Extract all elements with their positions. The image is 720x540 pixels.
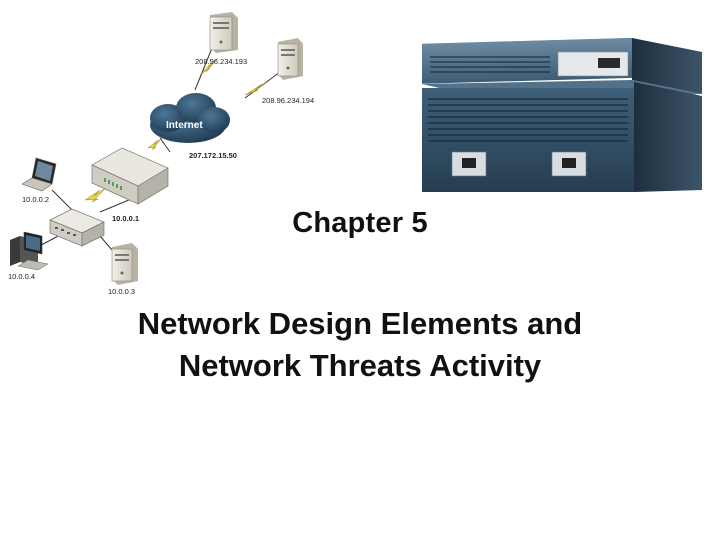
laptop-ip-label: 10.0.0.2 [22, 195, 49, 204]
server-top-ip-label: 208.96.234.193 [195, 57, 247, 66]
subtitle-line-1: Network Design Elements and [137, 306, 583, 341]
internet-cloud-label: Internet [166, 120, 203, 131]
server-right-ip-label: 208.96.234.194 [262, 96, 314, 105]
switch-icon [49, 208, 105, 247]
router-hardware-image [422, 37, 702, 192]
router-internal-ip-label: 10.0.0.1 [112, 214, 139, 223]
server-top-icon [209, 12, 238, 53]
server-lan-icon [111, 243, 138, 285]
internet-cloud-icon [150, 93, 230, 143]
router-upper-chassis [422, 37, 702, 94]
server-lan-ip-label: 10.0.0.3 [108, 287, 135, 296]
subtitle-line-2: Network Threats Activity [178, 348, 542, 383]
router-icon [91, 147, 169, 205]
desktop-pc-icon [10, 231, 49, 271]
slide-subtitle: Network Design Elements and Network Thre… [20, 303, 700, 387]
router-external-ip-label: 207.172.15.50 [189, 151, 237, 160]
network-diagram: 208.96.234.193 208.96.234.194 Internet [8, 12, 314, 296]
laptop-icon [21, 157, 57, 192]
router-lower-chassis [422, 80, 702, 192]
desktop-ip-label: 10.0.0.4 [8, 272, 35, 281]
server-right-icon [277, 38, 303, 80]
chapter-title: Chapter 5 [292, 207, 428, 239]
